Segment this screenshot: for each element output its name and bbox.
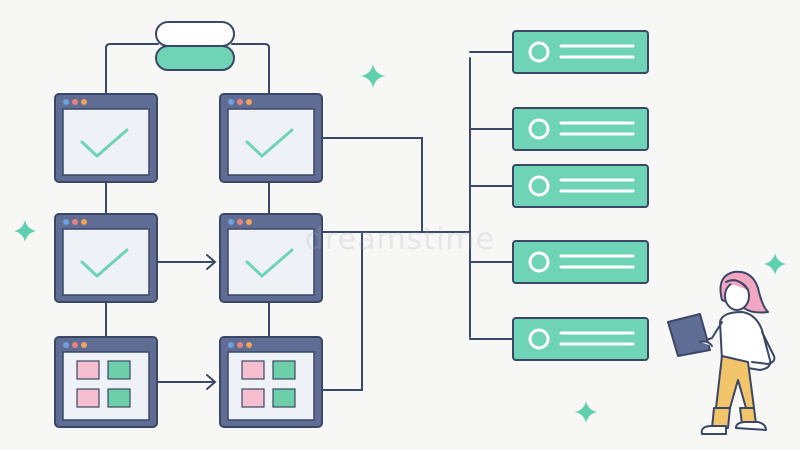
list-item-4 — [512, 240, 649, 284]
arrow-w5-to-w6 — [157, 374, 217, 390]
browser-window-5 — [54, 336, 158, 428]
tile-green — [107, 360, 131, 380]
checkmark-icon — [245, 248, 294, 278]
list-item-1 — [512, 30, 649, 74]
window-dot-icon — [63, 219, 69, 225]
checkmark-icon — [80, 248, 129, 278]
tile-grid — [76, 360, 131, 408]
bangs — [725, 279, 749, 291]
window-dot-icon — [72, 219, 78, 225]
sparkle-icon — [764, 253, 786, 275]
window-dot-icon — [237, 99, 243, 105]
arm-right — [751, 331, 776, 365]
window-dot-icon — [63, 342, 69, 348]
tile-pink — [76, 360, 100, 380]
hand — [699, 340, 713, 347]
tablet-icon — [667, 313, 711, 357]
radio-circle-icon — [528, 175, 550, 197]
window-dot-icon — [246, 99, 252, 105]
browser-window-1 — [54, 93, 158, 183]
radio-circle-icon — [528, 251, 550, 273]
window-dot-icon — [228, 219, 234, 225]
connector-w2-to-bus — [321, 137, 423, 233]
radio-circle-icon — [528, 41, 550, 63]
connector-pill-to-w2 — [231, 43, 270, 95]
radio-circle-icon — [528, 118, 550, 140]
tile-green — [272, 388, 296, 408]
connector-lines — [105, 43, 514, 391]
tile-pink — [241, 388, 265, 408]
window-dot-icon — [72, 99, 78, 105]
arrow-w3-to-w4 — [157, 254, 217, 270]
window-dot-icon — [81, 99, 87, 105]
window-dot-icon — [246, 219, 252, 225]
window-dot-icon — [237, 342, 243, 348]
sparkle-icon — [361, 64, 385, 88]
tile-green — [107, 388, 131, 408]
browser-window-6 — [219, 336, 323, 428]
tile-pink — [76, 388, 100, 408]
tile-pink — [241, 360, 265, 380]
list-item-5 — [512, 317, 649, 361]
window-dot-icon — [246, 342, 252, 348]
window-dot-icon — [81, 219, 87, 225]
list-item-2 — [512, 107, 649, 151]
radio-circle-icon — [528, 328, 550, 350]
checkmark-icon — [245, 128, 294, 158]
list-item-3 — [512, 164, 649, 208]
checkmark-icon — [80, 128, 129, 158]
browser-window-4 — [219, 213, 323, 303]
tile-green — [272, 360, 296, 380]
browser-window-2 — [219, 93, 323, 183]
sparkle-icon — [14, 220, 36, 242]
torso — [719, 311, 772, 371]
window-dot-icon — [72, 342, 78, 348]
person-illustration — [667, 270, 776, 435]
window-dot-icon — [237, 219, 243, 225]
window-dot-icon — [228, 342, 234, 348]
window-dot-icon — [228, 99, 234, 105]
leg-left — [711, 407, 731, 429]
window-dot-icon — [81, 342, 87, 348]
connector-pill-to-w1 — [105, 43, 159, 95]
browser-window-3 — [54, 213, 158, 303]
pill-node — [155, 21, 235, 71]
shoe-left — [700, 425, 727, 435]
tile-grid — [241, 360, 296, 408]
shoe-right — [735, 421, 767, 431]
connector-w6-to-bus — [321, 231, 363, 391]
sparkle-icon — [575, 401, 597, 423]
window-dot-icon — [63, 99, 69, 105]
